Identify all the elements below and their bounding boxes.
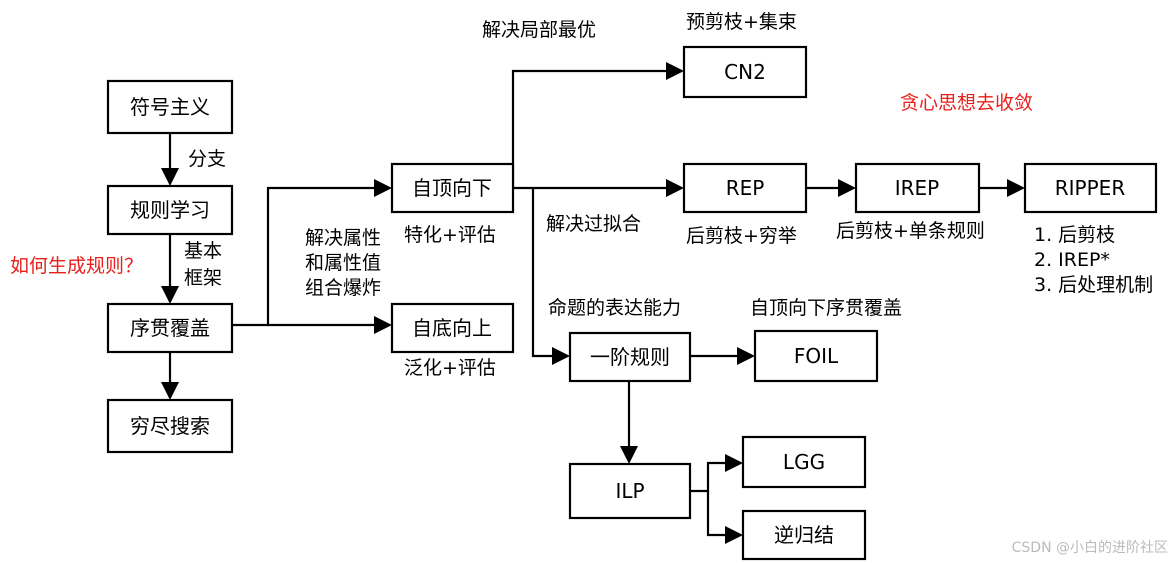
node-sequential-covering-label: 序贯覆盖: [130, 316, 210, 340]
arrow-head-icon: [161, 382, 179, 400]
node-symbolism-label: 符号主义: [130, 95, 210, 119]
node-lgg-label: LGG: [783, 450, 825, 474]
label-greedy-convergence: 贪心思想去收敛: [900, 92, 1033, 114]
label-postpruning-single-rule: 后剪枝+单条规则: [836, 220, 985, 242]
label-ripper-3: 3. 后处理机制: [1034, 274, 1153, 296]
node-exhaustive-search-label: 穷尽搜索: [130, 414, 210, 438]
watermark: CSDN @小白的进阶社区: [1012, 540, 1168, 556]
edge-top-down-cn2: [511, 69, 668, 188]
label-branch: 分支: [188, 148, 226, 170]
arrow-head-icon: [161, 286, 179, 304]
node-ilp-label: ILP: [615, 479, 644, 503]
node-rep: REP: [682, 162, 808, 214]
node-top-down: 自顶向下: [390, 162, 515, 214]
label-ripper-1: 1. 后剪枝: [1034, 224, 1115, 246]
node-rep-label: REP: [726, 176, 765, 200]
label-expressiveness: 命题的表达能力: [548, 297, 681, 319]
arrow-head-icon: [838, 179, 856, 197]
node-first-order-label: 一阶规则: [590, 345, 670, 369]
arrow-head-icon: [161, 168, 179, 186]
label-how-generate-rules: 如何生成规则？: [10, 255, 143, 277]
arrow-head-icon: [1007, 179, 1025, 197]
node-rule-learning-label: 规则学习: [130, 198, 210, 222]
label-basic-framework-1: 基本: [184, 240, 222, 262]
arrow-head-icon: [725, 454, 743, 472]
node-foil-label: FOIL: [794, 344, 839, 368]
label-ripper-2: 2. IREP*: [1034, 249, 1110, 271]
node-foil: FOIL: [753, 329, 879, 383]
node-ripper-label: RIPPER: [1055, 176, 1126, 200]
label-postpruning-exhaustive: 后剪枝+穷举: [686, 225, 797, 247]
arrow-head-icon: [374, 179, 392, 197]
node-bottom-up-label: 自底向上: [412, 316, 492, 340]
label-attr-explosion-1: 解决属性: [305, 227, 381, 249]
edge-top-down-first-order: [531, 188, 556, 358]
label-generalize-eval: 泛化+评估: [404, 357, 496, 379]
node-ripper: RIPPER: [1023, 162, 1158, 214]
label-top-down-sequential: 自顶向下序贯覆盖: [750, 297, 902, 319]
node-cn2: CN2: [682, 45, 808, 99]
edge-sequential-covering-branches: [232, 186, 376, 327]
label-attr-explosion-3: 组合爆炸: [305, 277, 381, 299]
arrow-head-icon: [725, 526, 743, 544]
node-lgg: LGG: [741, 435, 867, 489]
node-top-down-label: 自顶向下: [412, 176, 492, 200]
label-basic-framework-2: 框架: [184, 267, 222, 289]
node-irep: IREP: [854, 162, 981, 214]
arrow-heads: [161, 62, 1025, 544]
label-solve-local-optimum: 解决局部最优: [482, 19, 596, 41]
node-inverse-resolution: 逆归结: [741, 509, 867, 561]
node-exhaustive-search: 穷尽搜索: [106, 398, 234, 454]
node-symbolism: 符号主义: [106, 79, 234, 135]
node-ilp: ILP: [568, 462, 692, 520]
arrow-head-icon: [666, 179, 684, 197]
arrow-head-icon: [737, 347, 755, 365]
arrow-head-icon: [666, 62, 684, 80]
arrow-head-icon: [552, 347, 570, 365]
edge-ilp-branch: [690, 461, 727, 493]
label-attr-explosion-2: 和属性值: [305, 252, 381, 274]
label-solve-overfitting: 解决过拟合: [546, 213, 641, 235]
edge-labels: 分支 基本 框架 如何生成规则？ 解决属性 和属性值 组合爆炸 特化+评估 泛化…: [10, 11, 1168, 556]
arrow-head-icon: [374, 316, 392, 334]
label-prepruning-beam: 预剪枝+集束: [686, 11, 797, 33]
edge-ilp-inverse-resolution: [706, 491, 727, 537]
node-inverse-resolution-label: 逆归结: [774, 523, 834, 547]
node-sequential-covering: 序贯覆盖: [106, 302, 234, 354]
node-bottom-up: 自底向上: [390, 302, 515, 354]
node-cn2-label: CN2: [724, 60, 766, 84]
node-first-order: 一阶规则: [568, 331, 692, 383]
node-irep-label: IREP: [895, 176, 940, 200]
node-rule-learning: 规则学习: [106, 184, 234, 236]
label-specialize-eval: 特化+评估: [404, 224, 496, 246]
arrow-head-icon: [620, 446, 638, 464]
connectors: [168, 69, 1009, 537]
